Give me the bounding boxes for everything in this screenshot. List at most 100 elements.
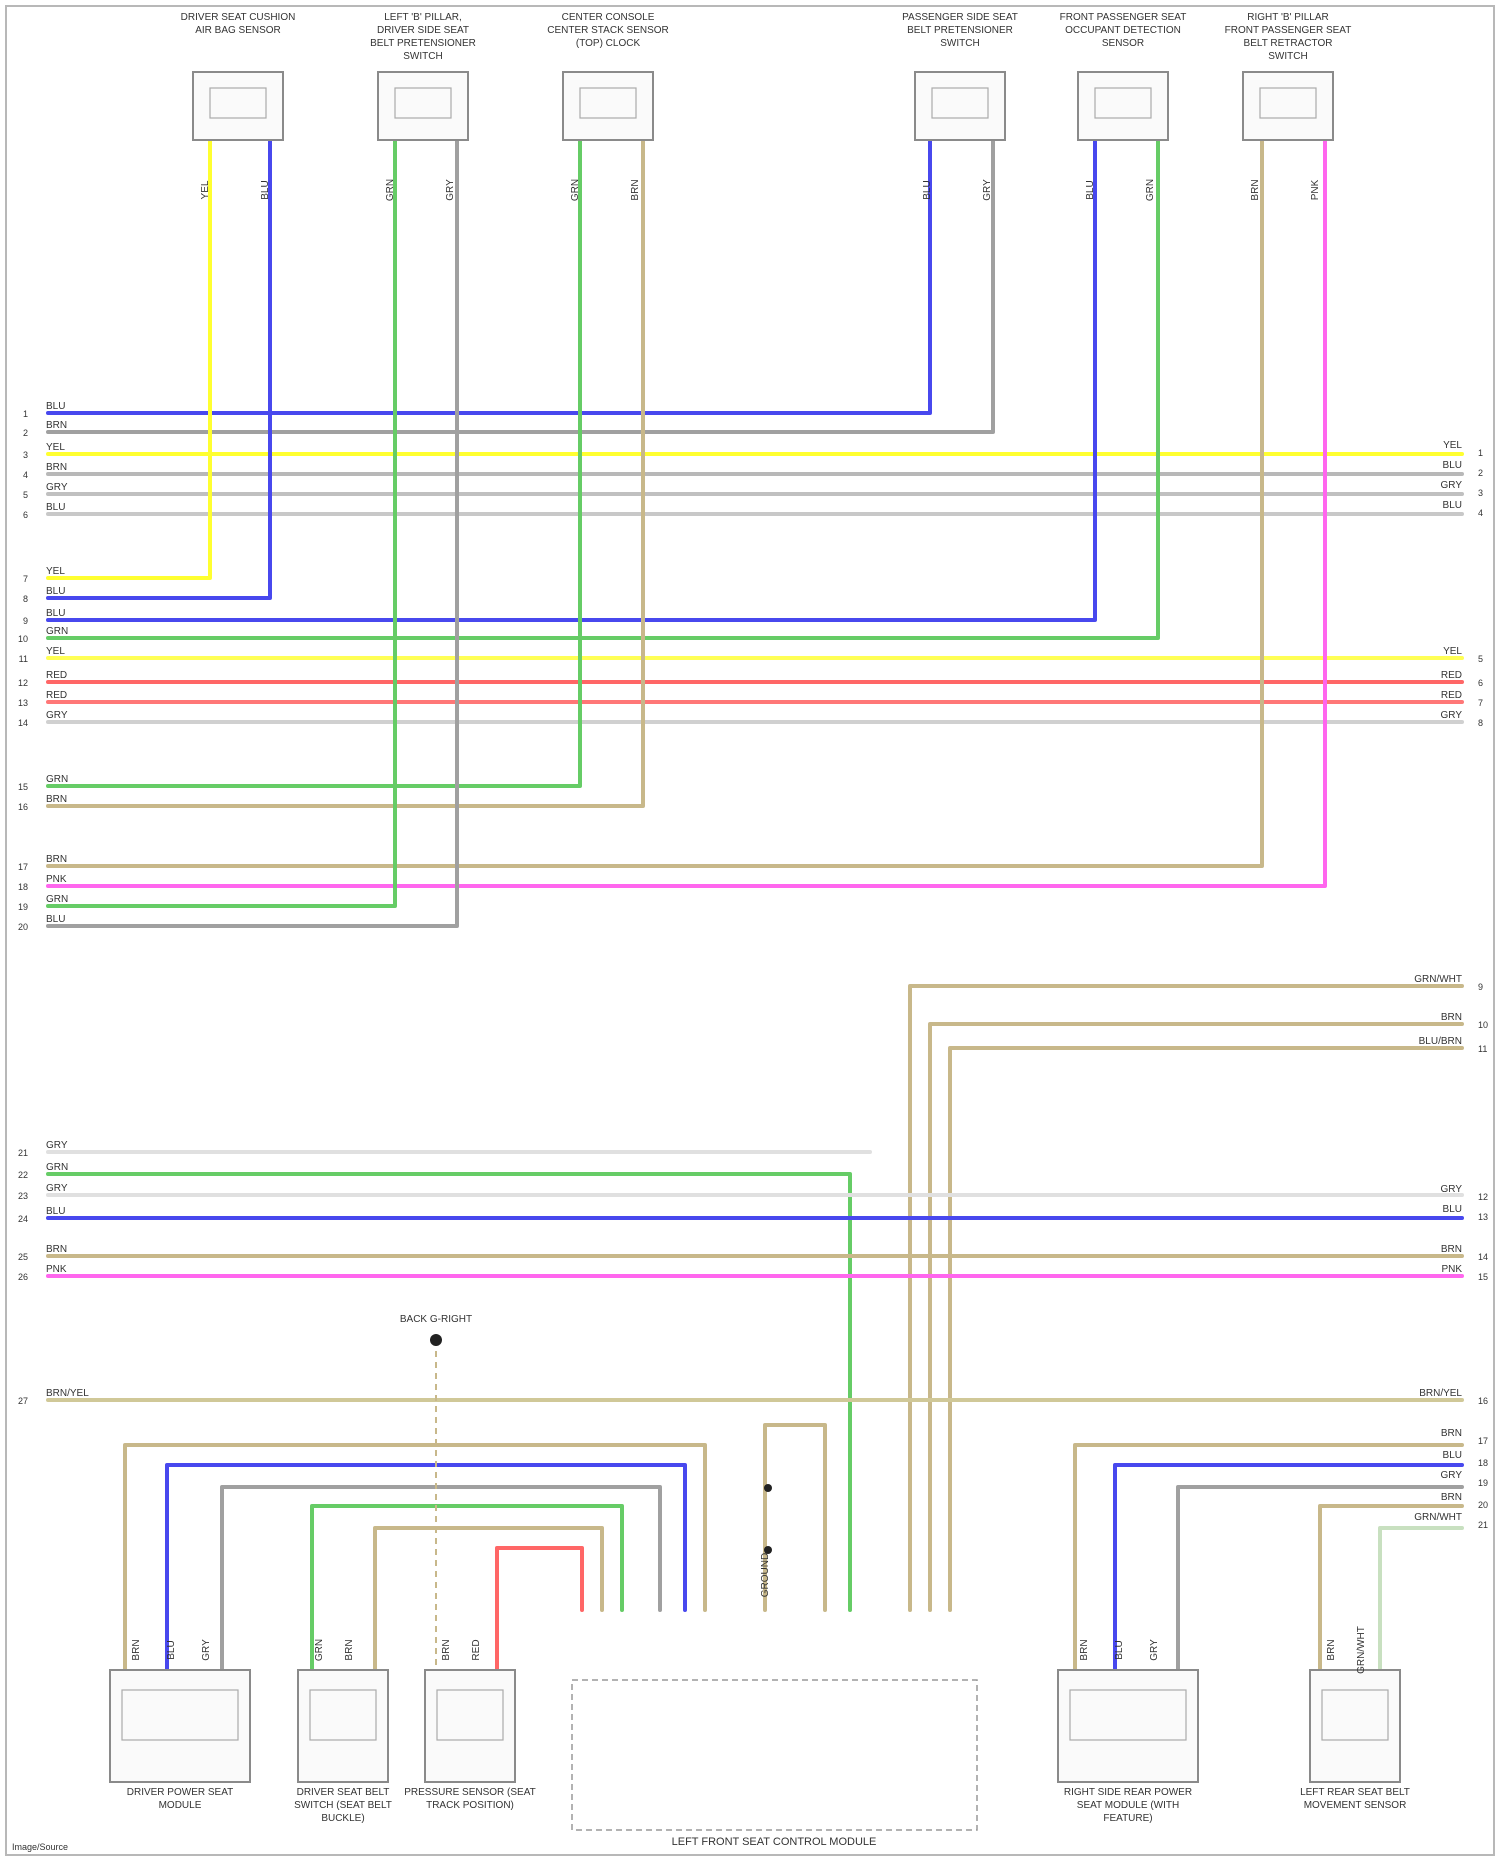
component-box (110, 1670, 250, 1782)
row-number: 27 (18, 1396, 28, 1406)
pin-label: GRN (314, 1639, 325, 1661)
component-box (298, 1670, 388, 1782)
top-component-t3: CENTER CONSOLECENTER STACK SENSOR(TOP) C… (547, 12, 669, 201)
row-wire-label: GRY (46, 1183, 68, 1194)
component-label: RIGHT 'B' PILLAR (1247, 12, 1328, 23)
component-label: SWITCH (940, 38, 979, 49)
row-number: 14 (1478, 1252, 1488, 1262)
left-row-1: 1BLU (23, 401, 65, 419)
wire-grn-15 (48, 140, 580, 786)
row-wire-label: GRN/WHT (1414, 1512, 1462, 1523)
wire-b5-brn (1320, 1506, 1462, 1670)
top-component-t4: PASSENGER SIDE SEATBELT PRETENSIONERSWIT… (902, 12, 1018, 201)
row-wire-label: RED (46, 670, 67, 681)
row-wire-label: BRN (1441, 1492, 1462, 1503)
row-wire-label: BRN/YEL (1419, 1388, 1462, 1399)
row-number: 25 (18, 1252, 28, 1262)
row-wire-label: GRY (1441, 1470, 1463, 1481)
row-number: 1 (1478, 448, 1483, 458)
right-row-8: GRY8 (1441, 710, 1484, 728)
row-number: 12 (1478, 1192, 1488, 1202)
left-row-12: 12 RED (18, 670, 67, 688)
ground-label: GROUND (760, 1553, 771, 1597)
row-number: 17 (1478, 1436, 1488, 1446)
row-number: 14 (18, 718, 28, 728)
pin-label: GRY (982, 179, 993, 201)
ground-ref-label: BACK G-RIGHT (400, 1314, 472, 1325)
component-label: FRONT PASSENGER SEAT (1060, 12, 1187, 23)
row-number: 10 (1478, 1020, 1488, 1030)
row-number: 7 (23, 574, 28, 584)
right-row-9: GRN/WHT 9 (1414, 974, 1483, 992)
module-outline (572, 1680, 977, 1830)
row-number: 16 (18, 802, 28, 812)
pin-label: BRN (630, 179, 641, 200)
top-component-t6: RIGHT 'B' PILLARFRONT PASSENGER SEATBELT… (1225, 12, 1352, 201)
wire-brn-r10 (930, 1024, 1462, 1610)
row-number: 5 (1478, 654, 1483, 664)
wire-brn-17 (48, 140, 1262, 866)
row-number: 11 (19, 654, 28, 664)
row-number: 4 (23, 470, 28, 480)
component-box (425, 1670, 515, 1782)
row-wire-label: BRN (46, 462, 67, 473)
row-number: 26 (18, 1272, 28, 1282)
row-number: 23 (18, 1191, 28, 1201)
component-label: BUCKLE) (321, 1813, 364, 1824)
right-row-5: YEL5 (1443, 646, 1483, 664)
row-number: 17 (18, 862, 28, 872)
component-label: MOVEMENT SENSOR (1304, 1800, 1407, 1811)
pin-label: GRN (570, 179, 581, 201)
row-wire-label: GRN (46, 1162, 68, 1173)
left-row-25: 25BRN (18, 1244, 67, 1262)
right-row-16: BRN/YEL16 (1419, 1388, 1488, 1406)
row-wire-label: BRN (46, 794, 67, 805)
row-number: 7 (1478, 698, 1483, 708)
component-layer: DRIVER SEAT CUSHIONAIR BAG SENSORYELBLUL… (110, 12, 1410, 1848)
row-wire-label: PNK (1441, 1264, 1462, 1275)
wire-b4-brn (1075, 1445, 1462, 1670)
component-label: DRIVER SEAT CUSHION (181, 12, 296, 23)
wire-ground-loop (765, 1425, 825, 1610)
row-wire-label: RED (1441, 670, 1462, 681)
left-row-7: 7 YEL (23, 566, 65, 584)
row-number: 4 (1478, 508, 1483, 518)
wire-blu-8 (48, 140, 270, 598)
row-wire-label: BRN (1441, 1012, 1462, 1023)
row-number: 6 (23, 510, 28, 520)
component-label: PASSENGER SIDE SEAT (902, 12, 1018, 23)
row-wire-label: BLU/BRN (1419, 1036, 1462, 1047)
row-number: 19 (1478, 1478, 1488, 1488)
right-row-11: BLU/BRN11 (1419, 1036, 1488, 1054)
component-label: SWITCH (1268, 51, 1307, 62)
row-number: 22 (18, 1170, 28, 1180)
row-wire-label: GRY (46, 1140, 68, 1151)
right-row-7: RED7 (1441, 690, 1483, 708)
component-label: AIR BAG SENSOR (195, 25, 281, 36)
pin-label: BLU (1114, 1640, 1125, 1659)
pin-label: GRY (201, 1639, 212, 1661)
row-wire-label: YEL (46, 566, 65, 577)
row-wire-label: GRN/WHT (1414, 974, 1462, 985)
row-wire-label: YEL (46, 646, 65, 657)
left-row-14: 14GRY (18, 710, 68, 728)
row-number: 9 (1478, 982, 1483, 992)
row-number: 9 (23, 616, 28, 626)
right-row-10: BRN 10 (1441, 1012, 1488, 1030)
component-label: (TOP) CLOCK (576, 38, 641, 49)
row-number: 12 (18, 678, 28, 688)
row-wire-label: BLU (46, 1206, 65, 1217)
row-wire-label: GRN (46, 626, 68, 637)
row-wire-label: YEL (46, 442, 65, 453)
row-wire-label: BRN (46, 420, 67, 431)
ground-point (430, 1334, 442, 1346)
row-number: 13 (1478, 1212, 1488, 1222)
row-wire-label: BRN (1441, 1428, 1462, 1439)
row-number: 5 (23, 490, 28, 500)
component-label: CENTER CONSOLE (562, 12, 655, 23)
wire-layer (48, 140, 1462, 1670)
